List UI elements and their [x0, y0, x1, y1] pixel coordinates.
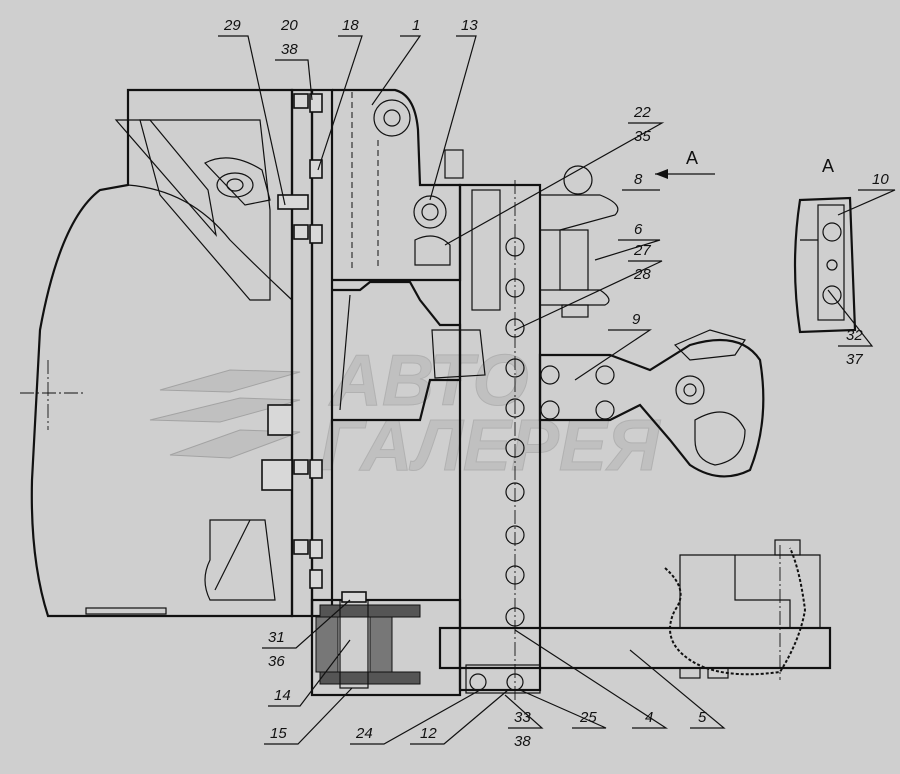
pillow-block-parts-14-15	[310, 591, 541, 697]
callout-9: 9	[632, 311, 641, 328]
watermark-logo-icon	[149, 369, 301, 459]
lower-beam-part-5	[438, 539, 832, 680]
callout-32-sub: 37	[846, 351, 863, 368]
frame-member	[20, 88, 294, 618]
callout-20-sub: 38	[281, 41, 298, 58]
callout-33: 33	[514, 709, 531, 726]
callout-6: 6	[634, 221, 643, 238]
callout-15: 15	[270, 725, 287, 742]
watermark-line1: АВТО	[328, 341, 529, 421]
callout-27-sub: 28	[633, 266, 651, 283]
safety-chain	[664, 547, 807, 676]
view-arrow-label: A	[686, 148, 698, 168]
callout-8: 8	[634, 171, 643, 188]
callout-13: 13	[461, 17, 478, 34]
watermark: АВТО ГАЛЕРЕЯ	[149, 341, 661, 487]
hitch-body	[332, 280, 486, 422]
mounting-plate	[261, 88, 334, 618]
callout-10: 10	[872, 171, 889, 188]
callout-14: 14	[274, 687, 291, 704]
callout-32: 32	[846, 327, 863, 344]
view-a-detail	[793, 196, 857, 334]
callout-12: 12	[420, 725, 437, 742]
callout-5: 5	[698, 709, 707, 726]
callout-31: 31	[268, 629, 285, 646]
callout-27: 27	[633, 242, 651, 259]
callouts: 29 20 38 18 1 13 22 35 8 6 27 28 9 10 32…	[223, 17, 889, 750]
callout-33-sub: 38	[514, 733, 531, 750]
callout-22-sub: 35	[634, 128, 651, 145]
callout-22: 22	[633, 104, 651, 121]
callout-31-sub: 36	[268, 653, 285, 670]
hook-assembly-part-9	[538, 329, 765, 478]
tow-plate	[458, 180, 542, 700]
callout-4: 4	[645, 709, 653, 726]
view-arrow-a: A	[655, 148, 715, 179]
callout-25: 25	[579, 709, 597, 726]
callout-1: 1	[412, 17, 420, 34]
callout-20: 20	[280, 17, 298, 34]
bracket-part-1	[332, 88, 464, 282]
ball-coupling-part-8	[539, 165, 619, 318]
callout-18: 18	[342, 17, 359, 34]
leader-lines	[218, 35, 896, 745]
view-label: A	[822, 156, 834, 176]
callout-24: 24	[355, 725, 373, 742]
callout-29: 29	[223, 17, 241, 34]
